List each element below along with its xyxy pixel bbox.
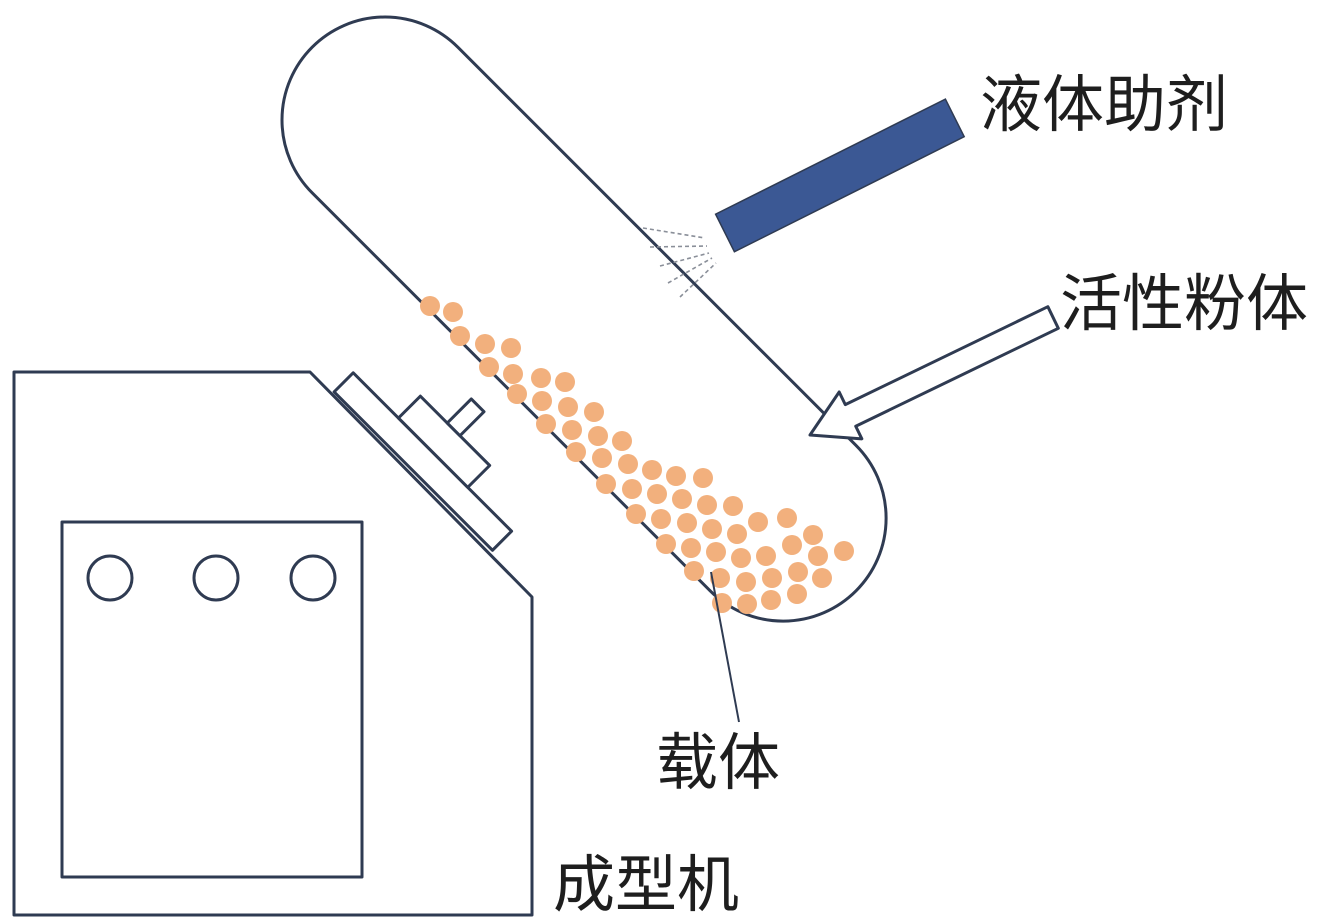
carrier-particle xyxy=(420,296,440,316)
carrier-particle xyxy=(812,568,832,588)
carrier-particle xyxy=(788,562,808,582)
panel-knob-3 xyxy=(289,554,337,602)
carrier-particle xyxy=(584,402,604,422)
carrier-particle xyxy=(612,431,632,451)
carrier-particle xyxy=(532,391,552,411)
carrier-particle xyxy=(731,548,751,568)
carrier-particle xyxy=(626,504,646,524)
carrier-particle xyxy=(450,326,470,346)
label-active-powder: 活性粉体 xyxy=(1060,267,1308,340)
active-powder-arrow xyxy=(808,305,1060,441)
spray-line xyxy=(667,257,713,284)
carrier-particle xyxy=(787,584,807,604)
label-forming-machine: 成型机 xyxy=(553,848,739,921)
forming-machine xyxy=(12,370,534,917)
carrier-particle xyxy=(642,460,662,480)
carrier-particle xyxy=(503,364,523,384)
spray-line xyxy=(649,245,708,248)
panel-knob-1 xyxy=(86,554,134,602)
carrier-particles xyxy=(420,296,854,614)
carrier-particle xyxy=(808,546,828,566)
carrier-particle xyxy=(592,448,612,468)
carrier-particle xyxy=(727,524,747,544)
carrier-particle xyxy=(803,525,823,545)
drum-mount xyxy=(332,371,514,552)
carrier-particle xyxy=(562,420,582,440)
carrier-particle xyxy=(723,496,743,516)
carrier-particle xyxy=(596,474,616,494)
feed-arrow-icon xyxy=(808,305,1060,441)
machine-control-panel xyxy=(60,520,364,879)
carrier-particle xyxy=(681,538,701,558)
carrier-particle xyxy=(443,302,463,322)
liquid-additive-nozzle xyxy=(714,98,966,253)
carrier-particle xyxy=(666,466,686,486)
carrier-particle xyxy=(647,484,667,504)
carrier-particle xyxy=(748,512,768,532)
carrier-particle xyxy=(479,357,499,377)
carrier-particle xyxy=(684,561,704,581)
carrier-particle xyxy=(566,442,586,462)
spray-line xyxy=(679,262,717,298)
carrier-particle xyxy=(697,495,717,515)
carrier-particle xyxy=(756,546,776,566)
panel-knob-2 xyxy=(192,554,240,602)
granulation-drum xyxy=(280,15,888,623)
nozzle-bar xyxy=(714,98,966,253)
carrier-particle xyxy=(677,513,697,533)
carrier-particle xyxy=(501,338,521,358)
carrier-particle xyxy=(531,368,551,388)
carrier-particle xyxy=(656,534,676,554)
carrier-particle xyxy=(782,535,802,555)
carrier-particle xyxy=(507,384,527,404)
carrier-particle xyxy=(737,594,757,614)
spray-line xyxy=(642,227,706,239)
carrier-particle xyxy=(762,568,782,588)
carrier-particle xyxy=(834,541,854,561)
mount-shaft xyxy=(445,397,486,438)
machine-body xyxy=(12,370,534,917)
drum-outline xyxy=(280,15,888,623)
carrier-particle xyxy=(693,468,713,488)
label-liquid-additive: 液体助剂 xyxy=(980,68,1228,141)
carrier-particle xyxy=(622,479,642,499)
carrier-particle xyxy=(672,489,692,509)
carrier-particle xyxy=(777,508,797,528)
carrier-particle xyxy=(761,590,781,610)
carrier-particle xyxy=(651,509,671,529)
carrier-leader-line xyxy=(710,571,740,723)
carrier-particle xyxy=(555,372,575,392)
carrier-particle xyxy=(536,414,556,434)
label-carrier: 载体 xyxy=(656,726,780,799)
carrier-particle xyxy=(558,397,578,417)
carrier-particle xyxy=(618,454,638,474)
carrier-particle xyxy=(710,568,730,588)
spray-mist xyxy=(642,227,717,298)
carrier-particle xyxy=(736,572,756,592)
carrier-particle xyxy=(702,519,722,539)
spray-line xyxy=(659,252,710,267)
carrier-particle xyxy=(706,542,726,562)
carrier-particle xyxy=(475,334,495,354)
carrier-particle xyxy=(588,426,608,446)
